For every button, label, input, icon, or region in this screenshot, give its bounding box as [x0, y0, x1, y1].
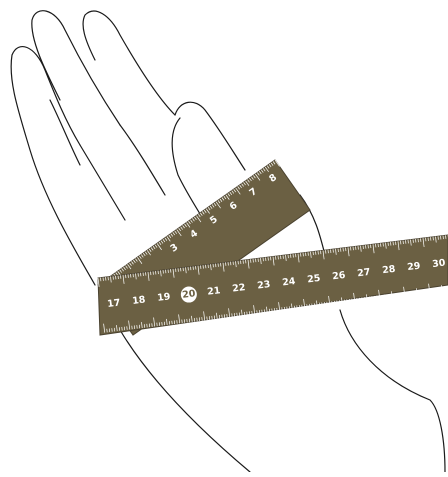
- tape-label: 28: [382, 264, 397, 277]
- tape-label: 25: [307, 273, 321, 286]
- tape-label: 30: [432, 258, 447, 271]
- tape-label: 19: [157, 291, 171, 304]
- tape-label: 23: [257, 279, 271, 292]
- finger-crease-3: [50, 100, 80, 165]
- finger-crease-2: [120, 125, 165, 195]
- tape-label: 18: [132, 294, 147, 307]
- finger-crease-1: [80, 145, 125, 220]
- finger-left: [11, 47, 95, 285]
- tape-label: 21: [207, 285, 221, 298]
- wrist-right: [340, 310, 445, 472]
- tape-label: 17: [107, 297, 121, 310]
- tape-label: 22: [232, 282, 246, 295]
- tape-label: 20: [182, 288, 197, 301]
- tape-label: 26: [332, 270, 347, 283]
- tape-label: 24: [282, 276, 297, 289]
- tape-label: 27: [357, 267, 371, 280]
- wrist-left: [120, 330, 250, 472]
- finger-index: [175, 102, 245, 170]
- finger-third: [83, 11, 175, 115]
- finger-second: [32, 11, 120, 125]
- tape-label: 29: [407, 261, 421, 274]
